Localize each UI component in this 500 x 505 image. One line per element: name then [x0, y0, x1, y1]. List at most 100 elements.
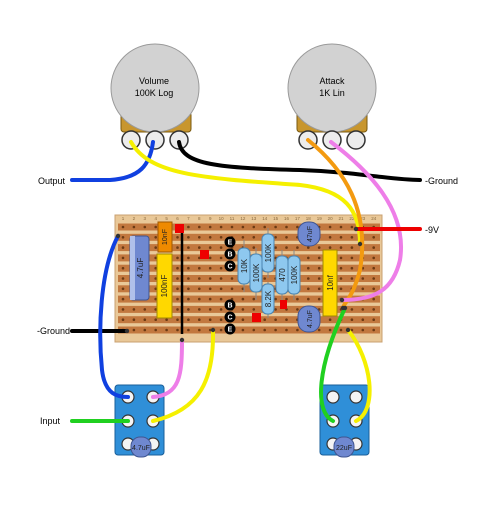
strip-hole — [154, 266, 157, 270]
wire-output-yellow — [346, 328, 372, 423]
strip-hole — [219, 297, 223, 301]
strip-hole — [198, 236, 201, 239]
wire-end — [342, 305, 348, 311]
strip-hole — [285, 236, 288, 239]
copper-strip — [118, 233, 380, 241]
column-number: 2 — [133, 216, 136, 221]
nine-volt-label: -9V — [425, 225, 439, 235]
input-jack-cap — [130, 436, 152, 458]
strip-hole — [350, 246, 354, 249]
column-number: 20 — [328, 216, 334, 221]
strip-hole — [208, 277, 212, 280]
strip-hole — [198, 246, 201, 249]
strip-hole — [328, 225, 332, 229]
strip-hole — [361, 308, 365, 311]
strip-hole — [285, 318, 288, 322]
column-number: 12 — [240, 216, 246, 221]
volume-pot: Volume 100K Log — [110, 43, 200, 150]
strip-hole — [241, 225, 245, 229]
copper-strip — [118, 305, 380, 313]
wire-end-points — [115, 226, 363, 343]
strip-hole — [285, 225, 288, 229]
strip-hole — [208, 297, 212, 301]
strip-hole — [372, 297, 376, 301]
electrolytic-cap-left: 4.7uF — [129, 235, 150, 301]
resistor-8k2: 8.2K — [261, 282, 275, 318]
transistor-bottom: BCE — [224, 299, 236, 335]
strip-hole — [274, 236, 277, 239]
strip-hole — [361, 328, 365, 332]
strip-hole — [187, 266, 190, 270]
strip-hole — [121, 246, 125, 249]
strip-hole — [307, 266, 310, 270]
resistor-100k-a: 100K — [249, 248, 263, 300]
wire-end — [353, 226, 359, 232]
column-number: 8 — [198, 216, 201, 221]
strip-hole — [187, 297, 190, 301]
strip-hole — [121, 287, 125, 291]
strip-hole — [154, 256, 157, 260]
strip-hole — [176, 256, 179, 260]
strip-hole — [350, 236, 354, 239]
copper-strip — [118, 295, 380, 303]
strip-hole — [208, 318, 212, 322]
strip-hole — [121, 318, 125, 322]
strip-hole — [198, 266, 201, 270]
resistor-100k-c-value: 100K — [290, 265, 299, 284]
strip-hole — [307, 297, 310, 301]
strip-hole — [198, 328, 201, 332]
strip-hole — [317, 277, 321, 280]
strip-hole — [121, 256, 125, 260]
resistor-470: 470 — [275, 250, 289, 300]
strip-hole — [285, 297, 288, 301]
strip-hole — [176, 318, 179, 322]
strip-hole — [219, 287, 223, 291]
strip-hole — [350, 225, 354, 229]
resistor-100k-b: 100K — [261, 228, 275, 278]
strip-hole — [339, 277, 343, 280]
strip-hole — [230, 287, 234, 291]
cut-mark-1 — [175, 224, 184, 233]
strip-hole — [187, 318, 190, 322]
strip-hole — [187, 246, 190, 249]
strip-hole — [208, 246, 212, 249]
input-jack: 4.7uF — [114, 384, 165, 458]
strip-hole — [143, 328, 147, 332]
strip-hole — [307, 287, 310, 291]
transistor-pin — [224, 260, 236, 272]
strip-hole — [219, 225, 223, 229]
strip-hole — [208, 256, 212, 260]
attack-pot: Attack 1K Lin — [287, 43, 377, 150]
strip-hole — [187, 328, 190, 332]
wire-output-blue — [70, 140, 155, 182]
column-number: 16 — [284, 216, 290, 221]
resistor-10k: 10K — [237, 240, 251, 292]
strip-hole — [263, 225, 267, 229]
strip-hole — [350, 318, 354, 322]
attack-pot-lug-3 — [346, 130, 366, 150]
strip-hole — [296, 225, 299, 229]
strip-hole — [208, 308, 212, 311]
strip-hole — [154, 297, 157, 301]
strip-hole — [198, 277, 201, 280]
strip-hole — [307, 277, 310, 280]
film-cap-10nf-right: 10nf — [322, 249, 338, 317]
strip-hole — [241, 236, 245, 239]
strip-hole — [361, 277, 365, 280]
strip-hole — [121, 277, 125, 280]
copper-strip — [118, 326, 380, 334]
column-number: 18 — [306, 216, 312, 221]
strip-hole — [285, 246, 288, 249]
electrolytic-cap-47uf-bottom-value: 4.7uF — [307, 310, 314, 328]
electrolytic-cap-47uf-top-value: 47uF — [307, 226, 314, 242]
strip-hole — [317, 328, 321, 332]
strip-hole — [296, 246, 299, 249]
wire-end — [210, 327, 216, 333]
strip-hole — [372, 318, 376, 322]
strip-hole — [219, 246, 223, 249]
electrolytic-cap-47uf-top: 47uF — [297, 221, 321, 247]
strip-hole — [154, 277, 157, 280]
resistor-10k-value: 10K — [240, 258, 249, 273]
